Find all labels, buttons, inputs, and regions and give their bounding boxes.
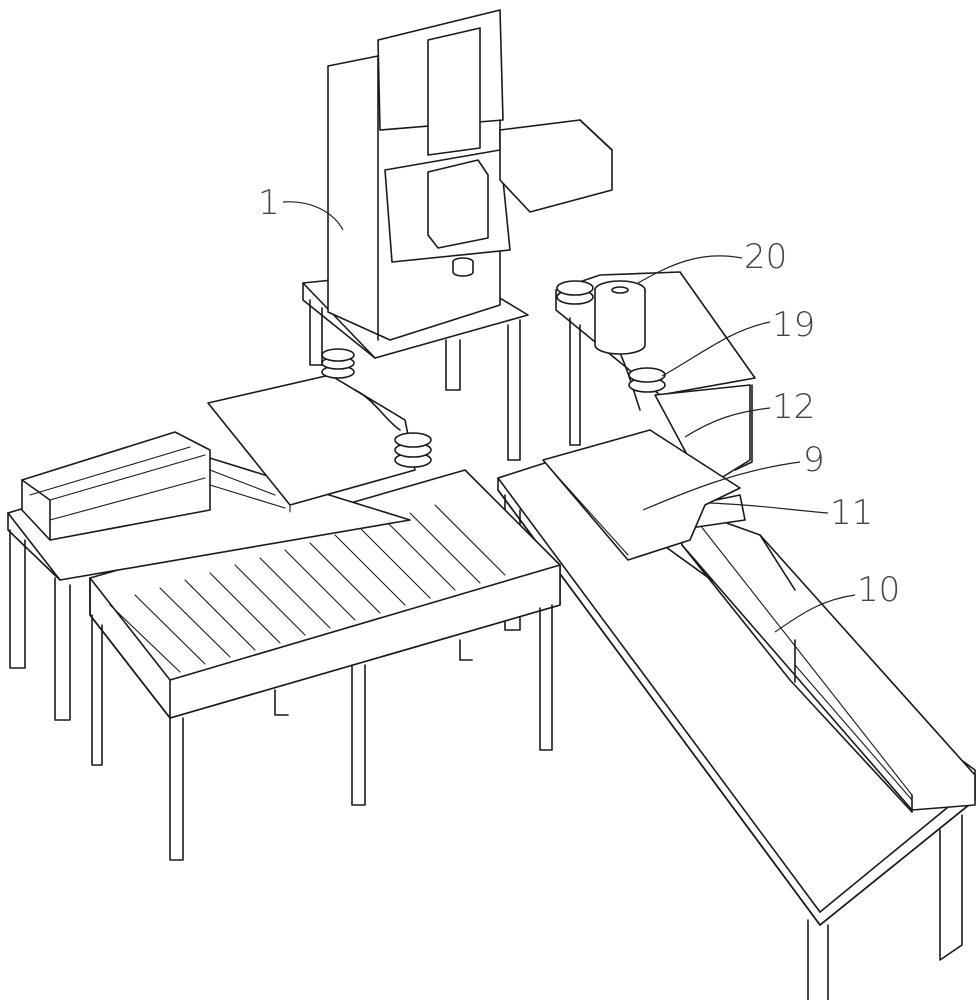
right-conveyor-table [498, 462, 975, 1000]
callout-label-11: 11 [830, 493, 873, 533]
callout-label-20: 20 [744, 237, 787, 277]
callout-label-9: 9 [803, 440, 825, 480]
callout-label-12: 12 [772, 387, 815, 427]
callout-label-1: 1 [258, 183, 280, 223]
callout-label-10: 10 [857, 570, 900, 610]
callout-label-19: 19 [772, 305, 815, 345]
